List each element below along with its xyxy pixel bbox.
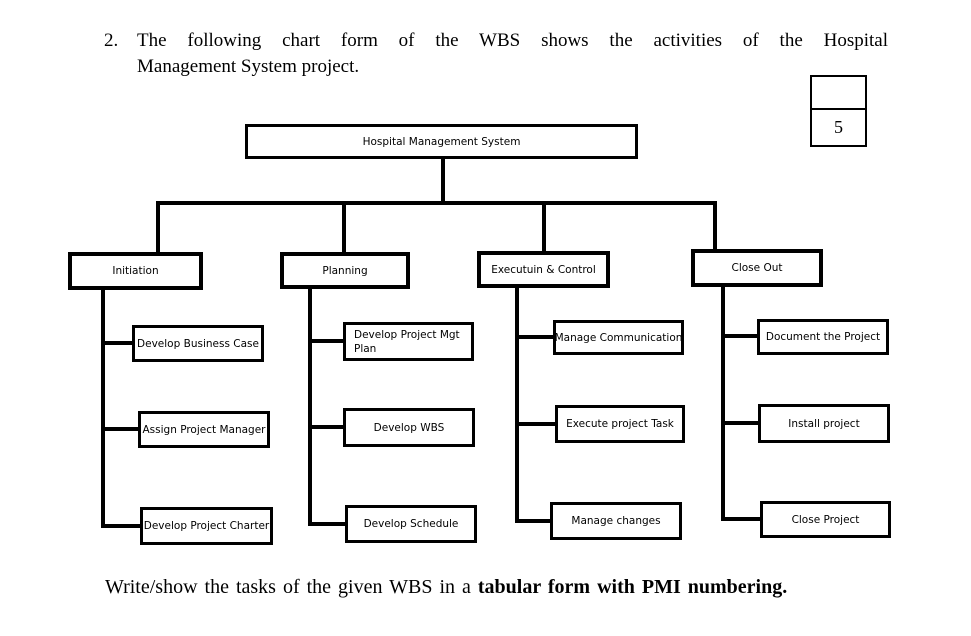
marks-cell-value: 5 <box>834 117 843 137</box>
stub-planning-3 <box>308 522 347 526</box>
stub-execution-3 <box>515 519 552 523</box>
wbs-task-install-project: Install project <box>758 404 890 443</box>
stub-closeout-2 <box>721 421 760 425</box>
spine-execution <box>515 287 519 523</box>
question-line-1: The following chart form of the WBS show… <box>137 30 888 51</box>
stub-execution-1 <box>515 335 555 339</box>
spine-planning <box>308 288 312 526</box>
stub-planning-1 <box>308 339 345 343</box>
wbs-branch-closeout: Close Out <box>691 249 823 287</box>
wbs-branch-execution: Executuin & Control <box>477 251 610 288</box>
wbs-root-box: Hospital Management System <box>245 124 638 159</box>
question-line-2: Management System project. <box>137 56 360 77</box>
question-number: 2. <box>104 30 119 51</box>
connector-drop-closeout <box>713 201 717 249</box>
question-body: The following chart form of the WBS show… <box>137 28 888 80</box>
stub-initiation-1 <box>101 341 134 345</box>
wbs-task-document-the-project: Document the Project <box>757 319 889 355</box>
wbs-task-execute-project-task: Execute project Task <box>555 405 685 443</box>
wbs-task-assign-project-manager: Assign Project Manager <box>138 411 270 448</box>
wbs-task-develop-project-charter: Develop Project Charter <box>140 507 273 545</box>
marks-cell-empty <box>812 77 865 110</box>
wbs-task-manage-communication: Manage Communication <box>553 320 684 355</box>
wbs-task-develop-schedule: Develop Schedule <box>345 505 477 543</box>
wbs-branch-planning: Planning <box>280 252 410 289</box>
footer-instruction-bold: tabular form with PMI numbering. <box>477 576 788 598</box>
footer-instruction: Write/show the tasks of the given WBS in… <box>105 576 787 599</box>
wbs-task-close-project: Close Project <box>760 501 891 538</box>
stub-closeout-1 <box>721 334 759 338</box>
footer-instruction-normal: Write/show the tasks of the given WBS in… <box>105 576 478 598</box>
connector-level2-rail <box>156 201 717 205</box>
stub-closeout-3 <box>721 517 762 521</box>
stub-planning-2 <box>308 425 345 429</box>
stub-execution-2 <box>515 422 557 426</box>
connector-drop-planning <box>342 204 346 252</box>
spine-closeout <box>721 286 725 521</box>
wbs-task-develop-wbs: Develop WBS <box>343 408 475 447</box>
wbs-task-manage-changes: Manage changes <box>550 502 682 540</box>
stub-initiation-2 <box>101 427 140 431</box>
wbs-branch-initiation: Initiation <box>68 252 203 290</box>
stub-initiation-3 <box>101 524 142 528</box>
marks-table: 5 <box>810 75 867 147</box>
connector-drop-initiation <box>156 201 160 252</box>
wbs-task-develop-project-mgt-plan: Develop Project Mgt Plan <box>343 322 474 361</box>
wbs-task-develop-business-case: Develop Business Case <box>132 325 264 362</box>
spine-initiation <box>101 289 105 528</box>
connector-drop-execution <box>542 204 546 251</box>
connector-root-trunk <box>441 158 445 203</box>
question-text: 2. The following chart form of the WBS s… <box>104 28 890 80</box>
